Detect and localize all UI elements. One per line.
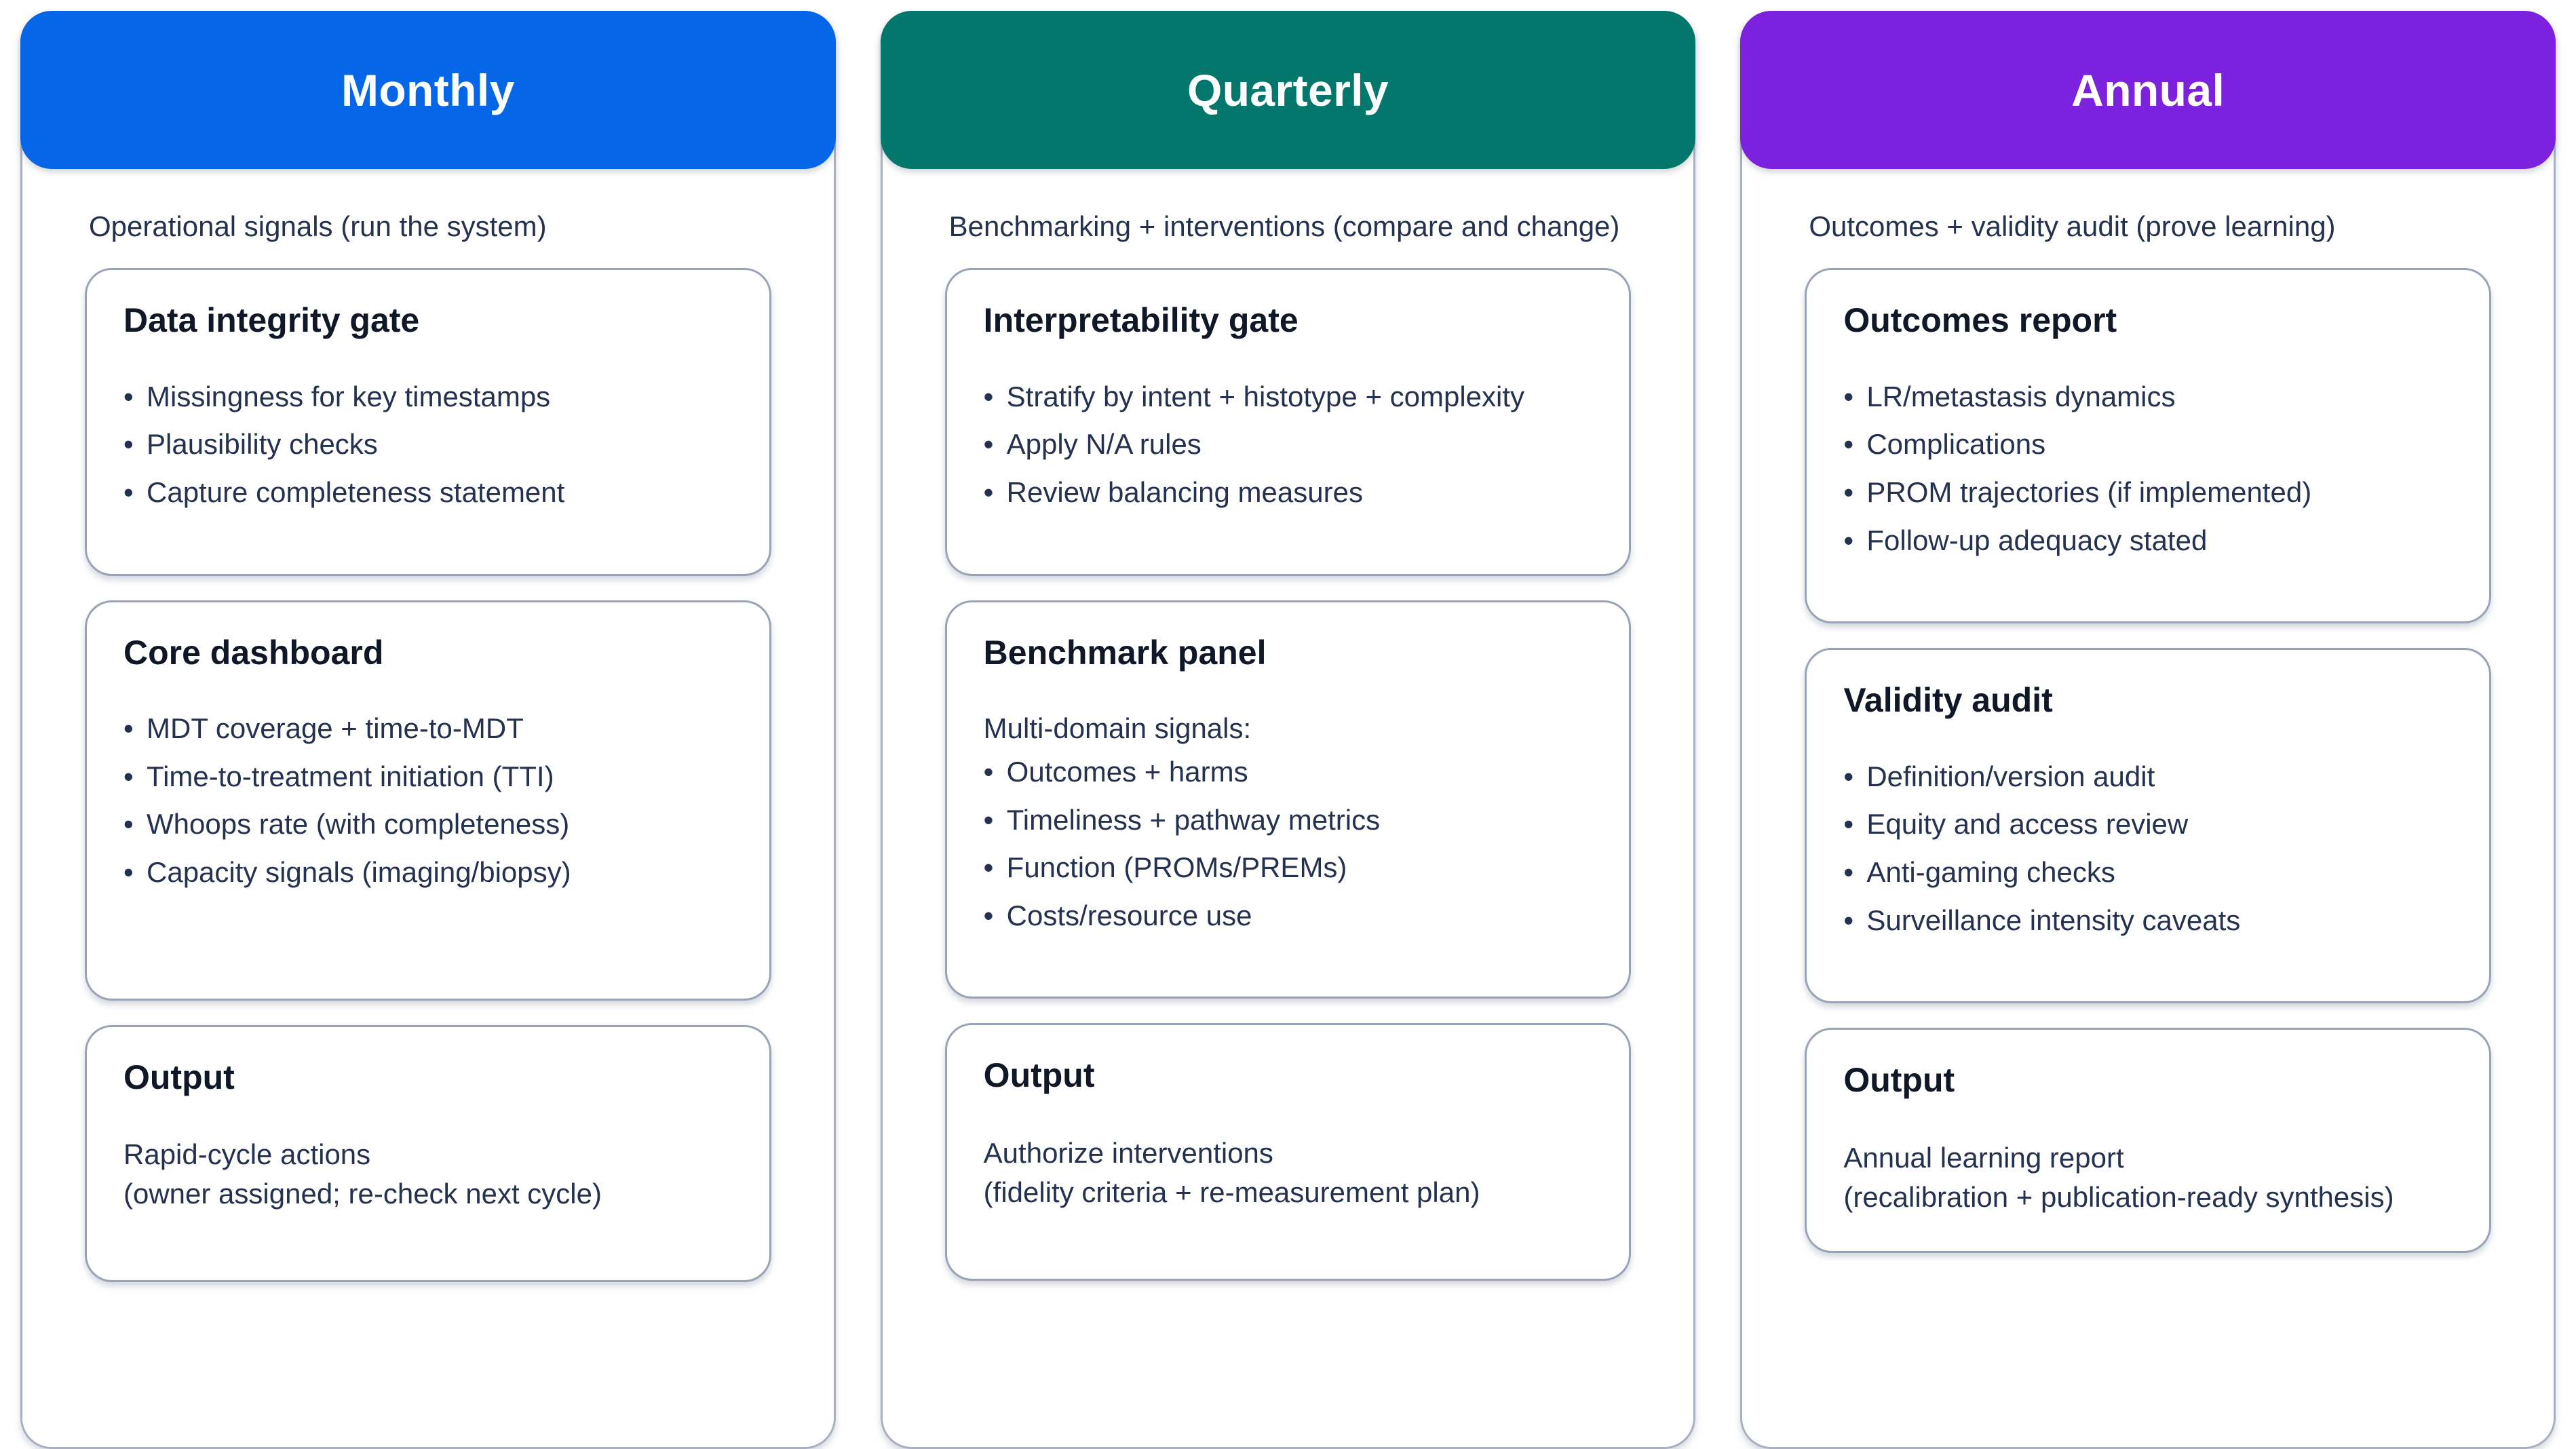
column-header-quarterly: Quarterly	[880, 11, 1696, 169]
spacer	[1843, 570, 2453, 587]
list-item: Follow-up adequacy stated	[1843, 522, 2453, 571]
card-data-integrity-gate: Data integrity gate Missingness for key …	[85, 268, 771, 576]
list-item: Function (PROMs/PREMs)	[984, 849, 1593, 897]
card-validity-audit: Validity audit Definition/version audit …	[1805, 648, 2492, 1004]
card-body: Annual learning report (recalibration + …	[1843, 1141, 2394, 1213]
column-subtitle-quarterly: Benchmarking + interventions (compare an…	[948, 210, 1620, 242]
bullet-list: Outcomes + harms Timeliness + pathway me…	[984, 754, 1593, 945]
bullet-list: MDT coverage + time-to-MDT Time-to-treat…	[123, 710, 733, 902]
list-item: Capture completeness statement	[123, 474, 733, 522]
column-monthly: Monthly Operational signals (run the sys…	[20, 11, 836, 1449]
column-subtitle-annual: Outcomes + validity audit (prove learnin…	[1809, 210, 2336, 242]
cadence-framework-diagram: Monthly Operational signals (run the sys…	[0, 0, 2576, 1370]
card-title: Outcomes report	[1843, 301, 2117, 340]
column-header-monthly: Monthly	[20, 11, 836, 169]
column-annual: Annual Outcomes + validity audit (prove …	[1740, 11, 2556, 1449]
list-item: Capacity signals (imaging/biopsy)	[123, 854, 733, 902]
card-title: Data integrity gate	[123, 301, 420, 340]
card-lead: Multi-domain signals:	[983, 712, 1252, 745]
list-item: Review balancing measures	[984, 474, 1593, 522]
list-item: Timeliness + pathway metrics	[984, 802, 1593, 850]
card-core-dashboard: Core dashboard MDT coverage + time-to-MD…	[85, 600, 771, 1001]
list-item: Costs/resource use	[984, 897, 1593, 946]
bullet-list: Definition/version audit Equity and acce…	[1843, 758, 2453, 950]
list-item: Plausibility checks	[123, 426, 733, 474]
card-stack-monthly: Data integrity gate Missingness for key …	[22, 244, 834, 1282]
column-header-annual: Annual	[1740, 11, 2556, 169]
card-title: Output	[983, 1056, 1095, 1095]
bullet-list: Missingness for key timestamps Plausibil…	[123, 379, 733, 522]
list-item: Surveillance intensity caveats	[1843, 902, 2453, 950]
card-output-quarterly: Output Authorize interventions (fidelity…	[944, 1023, 1632, 1281]
card-stack-annual: Outcomes report LR/metastasis dynamics C…	[1742, 244, 2554, 1253]
spacer	[1843, 950, 2453, 967]
column-subtitle-monthly: Operational signals (run the system)	[89, 210, 547, 242]
card-title: Interpretability gate	[983, 301, 1299, 340]
card-outcomes-report: Outcomes report LR/metastasis dynamics C…	[1805, 268, 2492, 624]
card-title: Output	[1843, 1061, 1955, 1100]
spacer	[123, 902, 733, 965]
bullet-list: LR/metastasis dynamics Complications PRO…	[1843, 379, 2453, 570]
list-item: LR/metastasis dynamics	[1843, 379, 2453, 427]
spacer	[123, 522, 733, 540]
list-item: Time-to-treatment initiation (TTI)	[123, 758, 733, 807]
card-body: Authorize interventions (fidelity criter…	[983, 1136, 1480, 1208]
card-output-monthly: Output Rapid-cycle actions (owner assign…	[85, 1024, 771, 1282]
list-item: Complications	[1843, 426, 2453, 474]
spacer	[984, 1212, 1593, 1245]
list-item: Apply N/A rules	[984, 426, 1593, 474]
list-item: Stratify by intent + histotype + complex…	[984, 379, 1593, 427]
list-item: Outcomes + harms	[984, 754, 1593, 802]
card-output-annual: Output Annual learning report (recalibra…	[1805, 1028, 2492, 1253]
card-body: Rapid-cycle actions (owner assigned; re-…	[123, 1138, 602, 1210]
spacer	[984, 945, 1593, 963]
list-item: Anti-gaming checks	[1843, 854, 2453, 902]
card-stack-quarterly: Interpretability gate Stratify by intent…	[883, 244, 1694, 1281]
bullet-list: Stratify by intent + histotype + complex…	[984, 379, 1593, 522]
card-interpretability-gate: Interpretability gate Stratify by intent…	[944, 268, 1632, 576]
card-title: Validity audit	[1843, 681, 2053, 720]
list-item: MDT coverage + time-to-MDT	[123, 710, 733, 758]
card-title: Output	[123, 1058, 235, 1096]
card-title: Benchmark panel	[983, 633, 1267, 672]
column-quarterly: Quarterly Benchmarking + interventions (…	[880, 11, 1696, 1449]
card-title: Core dashboard	[123, 633, 384, 672]
list-item: Whoops rate (with completeness)	[123, 806, 733, 854]
list-item: Definition/version audit	[1843, 758, 2453, 807]
list-item: PROM trajectories (if implemented)	[1843, 474, 2453, 522]
spacer	[984, 522, 1593, 540]
spacer	[123, 1214, 733, 1246]
list-item: Equity and access review	[1843, 806, 2453, 854]
list-item: Missingness for key timestamps	[123, 379, 733, 427]
card-benchmark-panel: Benchmark panel Multi-domain signals: Ou…	[944, 600, 1632, 999]
